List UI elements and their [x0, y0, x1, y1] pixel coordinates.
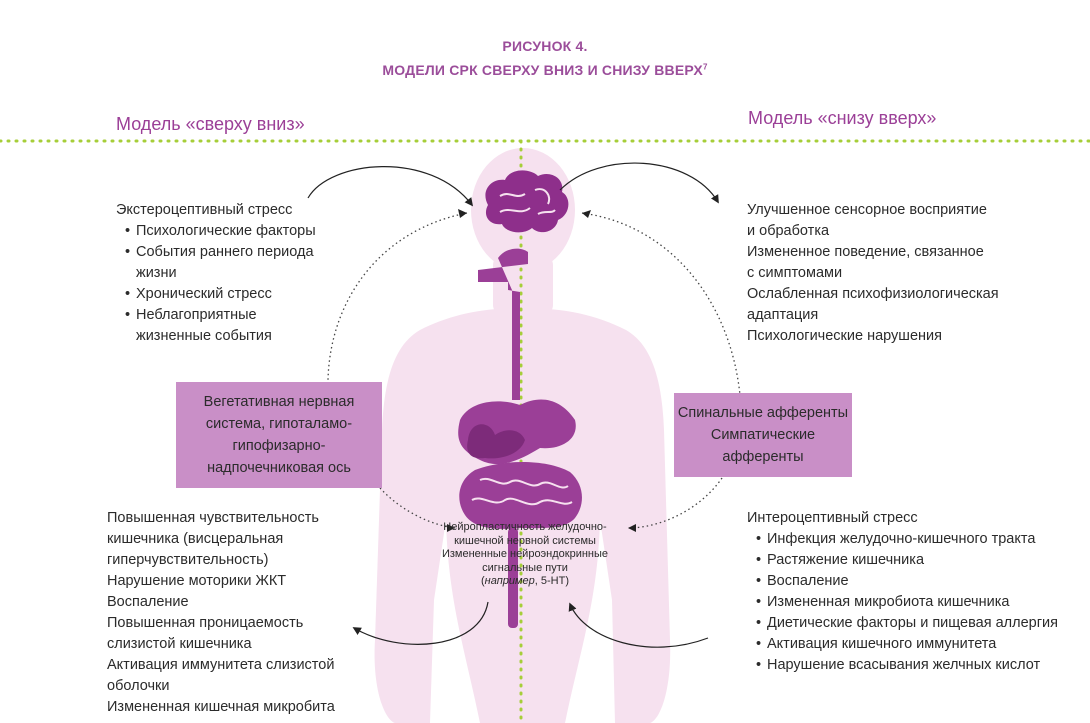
text-line: слизистой кишечника: [107, 636, 252, 652]
arrow-head: [628, 524, 636, 532]
center-line-example: (например, 5-HT): [480, 575, 570, 587]
text-line: кишечника (висцеральная: [107, 531, 284, 547]
interoceptive-stress-list: Инфекция желудочно-кишечного тракта Раст…: [747, 529, 1058, 676]
box-line: Спинальные афференты: [677, 405, 849, 421]
text-line: Измененная кишечная микробита: [107, 699, 335, 715]
bottom-up-effects-block: Улучшенное сенсорное восприятие и обрабо…: [747, 200, 999, 347]
list-item-text: Измененная микробиота кишечника: [767, 594, 1010, 610]
example-rest: , 5-HT): [534, 575, 570, 587]
box-line: Вегетативная нервная: [203, 394, 355, 410]
text-line: оболочки: [107, 678, 170, 694]
list-item-text: жизненные события: [136, 328, 272, 344]
arrow-head: [582, 210, 591, 218]
list-item: Воспаление: [747, 571, 1058, 592]
list-item: Растяжение кишечника: [747, 550, 1058, 571]
interoceptive-stress-block: Интероцептивный стресс Инфекция желудочн…: [747, 508, 1058, 676]
top-down-model-heading: Модель «сверху вниз»: [116, 114, 305, 134]
list-item-text: События раннего периода: [136, 244, 314, 260]
text-line: Повышенная проницаемость: [107, 615, 304, 631]
text-line: Активация иммунитета слизистой: [107, 657, 335, 673]
list-item: Психологические факторы: [116, 221, 316, 242]
list-item: Хронический стресс: [116, 284, 316, 305]
list-item: Нарушение всасывания желчных кислот: [747, 655, 1058, 676]
neuroplasticity-text: Нейропластичность желудочно- кишечной не…: [425, 521, 625, 589]
center-line: сигнальные пути: [482, 561, 568, 574]
figure-reference: 7: [702, 62, 708, 72]
spinal-afferents-box: Спинальные афференты Симпатические аффер…: [674, 393, 852, 477]
text-line: Психологические нарушения: [747, 328, 942, 344]
figure-label: РИСУНОК 4.: [502, 38, 588, 54]
figure-title: МОДЕЛИ СРК СВЕРХУ ВНИЗ И СНИЗУ ВВЕРХ7: [0, 62, 1090, 78]
list-item-text: Неблагоприятные: [136, 307, 257, 323]
list-item: События раннего периода жизни: [116, 242, 316, 284]
bottom-up-model-heading: Модель «снизу вверх»: [748, 108, 937, 128]
list-item: Измененная микробиота кишечника: [747, 592, 1058, 613]
list-item-text: Воспаление: [767, 573, 849, 589]
list-item: Неблагоприятные жизненные события: [116, 305, 316, 347]
exteroceptive-stress-block: Экстероцептивный стресс Психологические …: [116, 200, 316, 347]
arrow-head: [458, 209, 467, 218]
arrow-head: [447, 524, 455, 532]
text-line: Нарушение моторики ЖКТ: [107, 573, 287, 589]
box-line: система, гипоталамо-: [205, 416, 353, 432]
list-item: Инфекция желудочно-кишечного тракта: [747, 529, 1058, 550]
text-line: адаптация: [747, 307, 819, 323]
list-item-text: Психологические факторы: [136, 223, 316, 239]
figure-title-text: МОДЕЛИ СРК СВЕРХУ ВНИЗ И СНИЗУ ВВЕРХ: [382, 62, 703, 78]
text-line: гиперчувствительность): [107, 552, 269, 568]
digestive-tract: [458, 248, 582, 628]
list-item-text: Хронический стресс: [136, 286, 272, 302]
top-down-effects-block: Повышенная чувствительность кишечника (в…: [107, 508, 335, 718]
list-item-text: Нарушение всасывания желчных кислот: [767, 657, 1041, 673]
exteroceptive-stress-heading: Экстероцептивный стресс: [116, 202, 293, 218]
text-line: Измененное поведение, связанное: [747, 244, 984, 260]
interoceptive-stress-heading: Интероцептивный стресс: [747, 510, 918, 526]
text-line: с симптомами: [747, 265, 843, 281]
feedback-circle: [327, 212, 741, 529]
list-item-text: жизни: [136, 265, 177, 281]
list-item: Диетические факторы и пищевая аллергия: [747, 613, 1058, 634]
list-item: Активация кишечного иммунитета: [747, 634, 1058, 655]
list-item-text: Инфекция желудочно-кишечного тракта: [767, 531, 1036, 547]
example-italic: например: [484, 575, 535, 587]
center-line: Измененные нейроэндокринные: [441, 548, 609, 560]
list-item-text: Растяжение кишечника: [767, 552, 925, 568]
text-line: Ослабленная психофизиологическая: [747, 286, 999, 302]
text-line: Улучшенное сенсорное восприятие: [747, 202, 987, 218]
box-line: афференты: [722, 449, 804, 465]
text-line: Воспаление: [107, 594, 189, 610]
arrows: [307, 162, 719, 648]
center-line: Нейропластичность желудочно-: [443, 521, 607, 533]
list-item-text: Активация кишечного иммунитета: [767, 636, 997, 652]
exteroceptive-stress-list: Психологические факторы События раннего …: [116, 221, 316, 347]
text-line: и обработка: [747, 223, 830, 239]
autonomic-nervous-system-box: Вегетативная нервная система, гипоталамо…: [176, 382, 382, 488]
list-item-text: Диетические факторы и пищевая аллергия: [767, 615, 1058, 631]
box-line: гипофизарно-: [232, 438, 326, 454]
box-line: Симпатические: [710, 427, 816, 443]
brain-icon: [485, 170, 569, 233]
box-line: надпочечниковая ось: [207, 460, 351, 476]
center-line: кишечной нервной системы: [454, 534, 596, 547]
text-line: Повышенная чувствительность: [107, 510, 319, 526]
